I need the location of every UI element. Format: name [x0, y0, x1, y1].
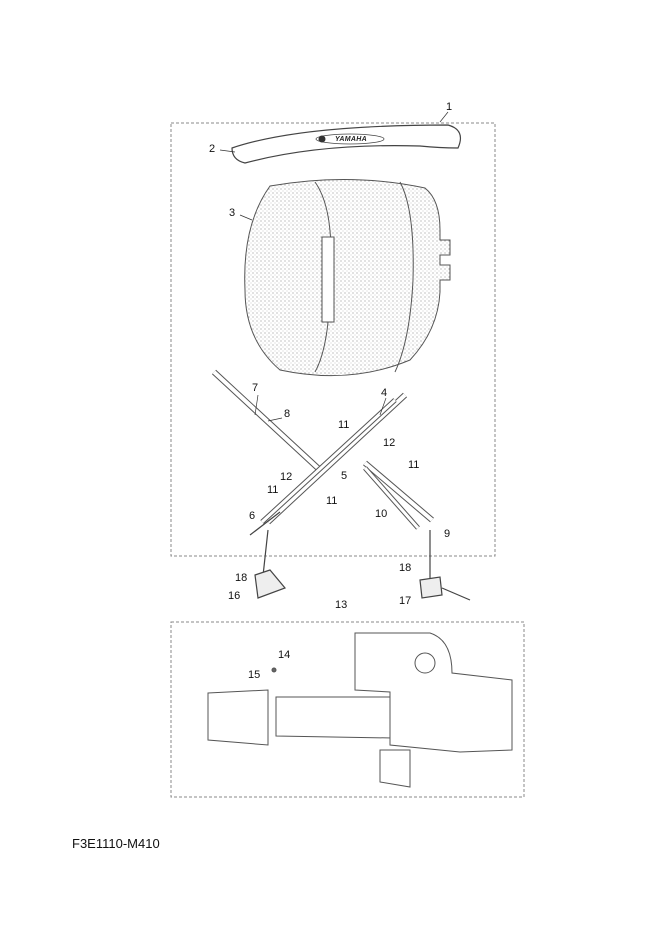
callout-18: 18	[235, 572, 248, 584]
callout-17: 17	[399, 595, 412, 607]
callout-10: 10	[375, 508, 388, 520]
part-13-mat-set	[207, 632, 513, 788]
part-2-grab-bar	[231, 124, 461, 164]
callout-3: 3	[229, 207, 236, 219]
callout-11: 11	[408, 459, 420, 471]
callout-12: 12	[383, 437, 396, 449]
assembly-box-13	[170, 621, 525, 798]
callout-1: 1	[446, 101, 453, 113]
brand-mark: YAMAHA	[334, 136, 367, 143]
callout-9: 9	[444, 528, 451, 540]
frame-poles	[211, 369, 471, 601]
callout-11: 11	[338, 419, 350, 431]
callout-11: 11	[267, 484, 279, 496]
callout-4: 4	[381, 387, 388, 399]
callout-5: 5	[341, 470, 348, 482]
callout-leaders	[219, 111, 449, 422]
callout-2: 2	[209, 143, 216, 155]
callout-13: 13	[335, 599, 348, 611]
callout-12: 12	[280, 471, 293, 483]
callout-15: 15	[248, 669, 261, 681]
callout-14: 14	[278, 649, 291, 661]
diagram-code: F3E1110-M410	[72, 836, 160, 851]
callout-7: 7	[252, 382, 259, 394]
assembly-box-1	[170, 122, 496, 557]
callout-6: 6	[249, 510, 256, 522]
callout-18: 18	[399, 562, 412, 574]
part-3-cover	[244, 178, 451, 377]
callout-8: 8	[284, 408, 291, 420]
callout-11: 11	[326, 495, 338, 507]
callout-16: 16	[228, 590, 241, 602]
